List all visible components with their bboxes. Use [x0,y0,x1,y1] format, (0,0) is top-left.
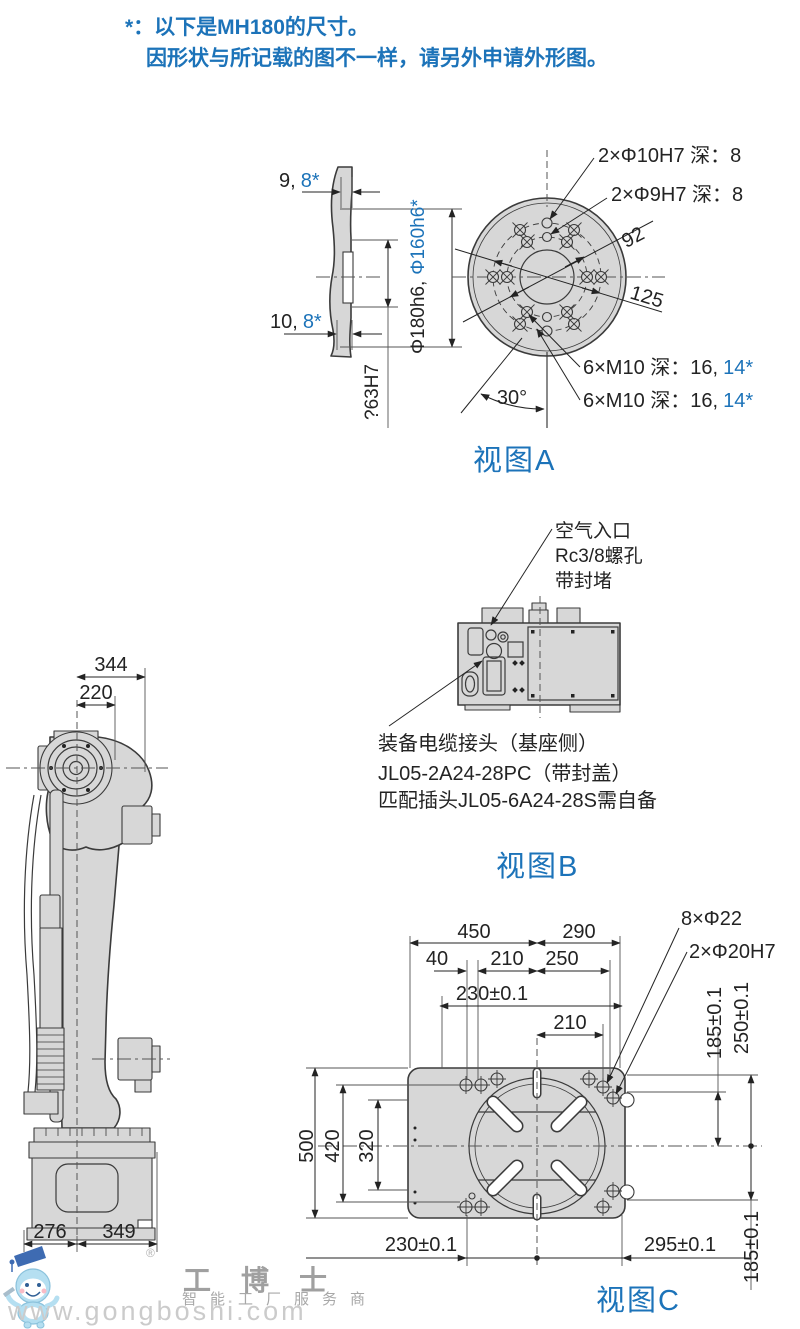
dim-349-label: 349 [102,1221,135,1243]
view-c-labels: 450 290 40 210 250 230±0.1 210 500 420 3… [296,908,776,1317]
bore-diameter-label: ?63H7 [362,364,383,420]
dim-230-top-label: 230±0.1 [456,983,528,1005]
bolt-circle-92-label: 92 [618,223,648,253]
header-note: *：以下是MH180的尺寸。 因形状与所记载的图不一样，请另外申请外形图。 [125,12,608,74]
view-b-title: 视图B [496,850,579,883]
dim-230-bottom-label: 230±0.1 [385,1234,457,1256]
flange-diameter-label: Φ180h6,Φ160h6* [408,199,429,354]
robot-side-view [6,668,170,1252]
view-b-labels: 空气入口 Rc3/8螺孔 带封堵 装备电缆接头（基座侧） JL05-2A24-2… [378,520,657,883]
callout-8x22-label: 8×Φ22 [681,908,742,930]
dim-295-label: 295±0.1 [644,1234,716,1256]
air-inlet-label-1: 空气入口 [555,520,631,542]
dim-500-label: 500 [296,1129,318,1162]
view-a-flange-section [284,166,462,428]
angle-30-label: 30° [497,387,527,409]
dim-420-label: 420 [322,1129,344,1162]
dim-250-right-label: 250±0.1 [731,982,753,1054]
dim-320-label: 320 [356,1129,378,1162]
dim-220-label: 220 [79,682,112,704]
dim-276-label: 276 [33,1221,66,1243]
dim-250-label: 250 [545,948,578,970]
dim-450-label: 450 [457,921,490,943]
cable-connector-label-1: 装备电缆接头（基座侧） [378,732,598,755]
view-a-title: 视图A [473,444,556,477]
callout-pin10-label: 2×Φ10H7 深：8 [598,144,741,167]
dim-344-label: 344 [94,654,127,676]
view-a-labels: 2×Φ10H7 深：8 2×Φ9H7 深：8 92 125 6×M10 深：16… [270,144,753,477]
cable-connector-label-3: 匹配插头JL05-6A24-28S需自备 [378,789,657,812]
view-a-flange-face [452,150,665,428]
dim-40-label: 40 [426,948,448,970]
callout-m10-label-2: 6×M10 深：16,14* [583,389,753,412]
watermark-mascot [2,1246,60,1329]
air-inlet-label-3: 带封堵 [555,570,612,592]
watermark-tagline: 智能工厂服务商 [182,1291,379,1308]
watermark-brand: 工博士 [183,1265,358,1296]
note-line-1: *：以下是MH180的尺寸。 [125,16,369,39]
note-line-2: 因形状与所记载的图不一样，请另外申请外形图。 [146,47,608,70]
watermark-url: www.gongboshi.com [8,1296,307,1326]
watermark-registered-icon: ® [146,1246,155,1260]
dim-290-label: 290 [562,921,595,943]
cable-connector-label-2: JL05-2A24-28PC（带封盖） [378,762,631,785]
thickness-10-label: 10,8* [270,311,322,333]
thickness-9-label: 9,8* [279,170,320,192]
callout-pin9-label: 2×Φ9H7 深：8 [611,183,743,206]
callout-m10-label-1: 6×M10 深：16,14* [583,356,753,379]
bolt-circle-125-label: 125 [628,282,666,313]
view-c-drawing [306,927,762,1290]
air-inlet-label-2: Rc3/8螺孔 [555,545,643,567]
dim-185-top-label: 185±0.1 [704,987,726,1059]
robot-dimension-labels: 344 220 276 349 [33,654,135,1243]
dim-210-mid-label: 210 [553,1012,586,1034]
dim-185-bottom-label: 185±0.1 [741,1211,763,1283]
dim-210-top-label: 210 [490,948,523,970]
view-c-title: 视图C [596,1284,681,1317]
view-b-drawing [388,528,621,727]
callout-2x20h7-label: 2×Φ20H7 [689,941,776,963]
